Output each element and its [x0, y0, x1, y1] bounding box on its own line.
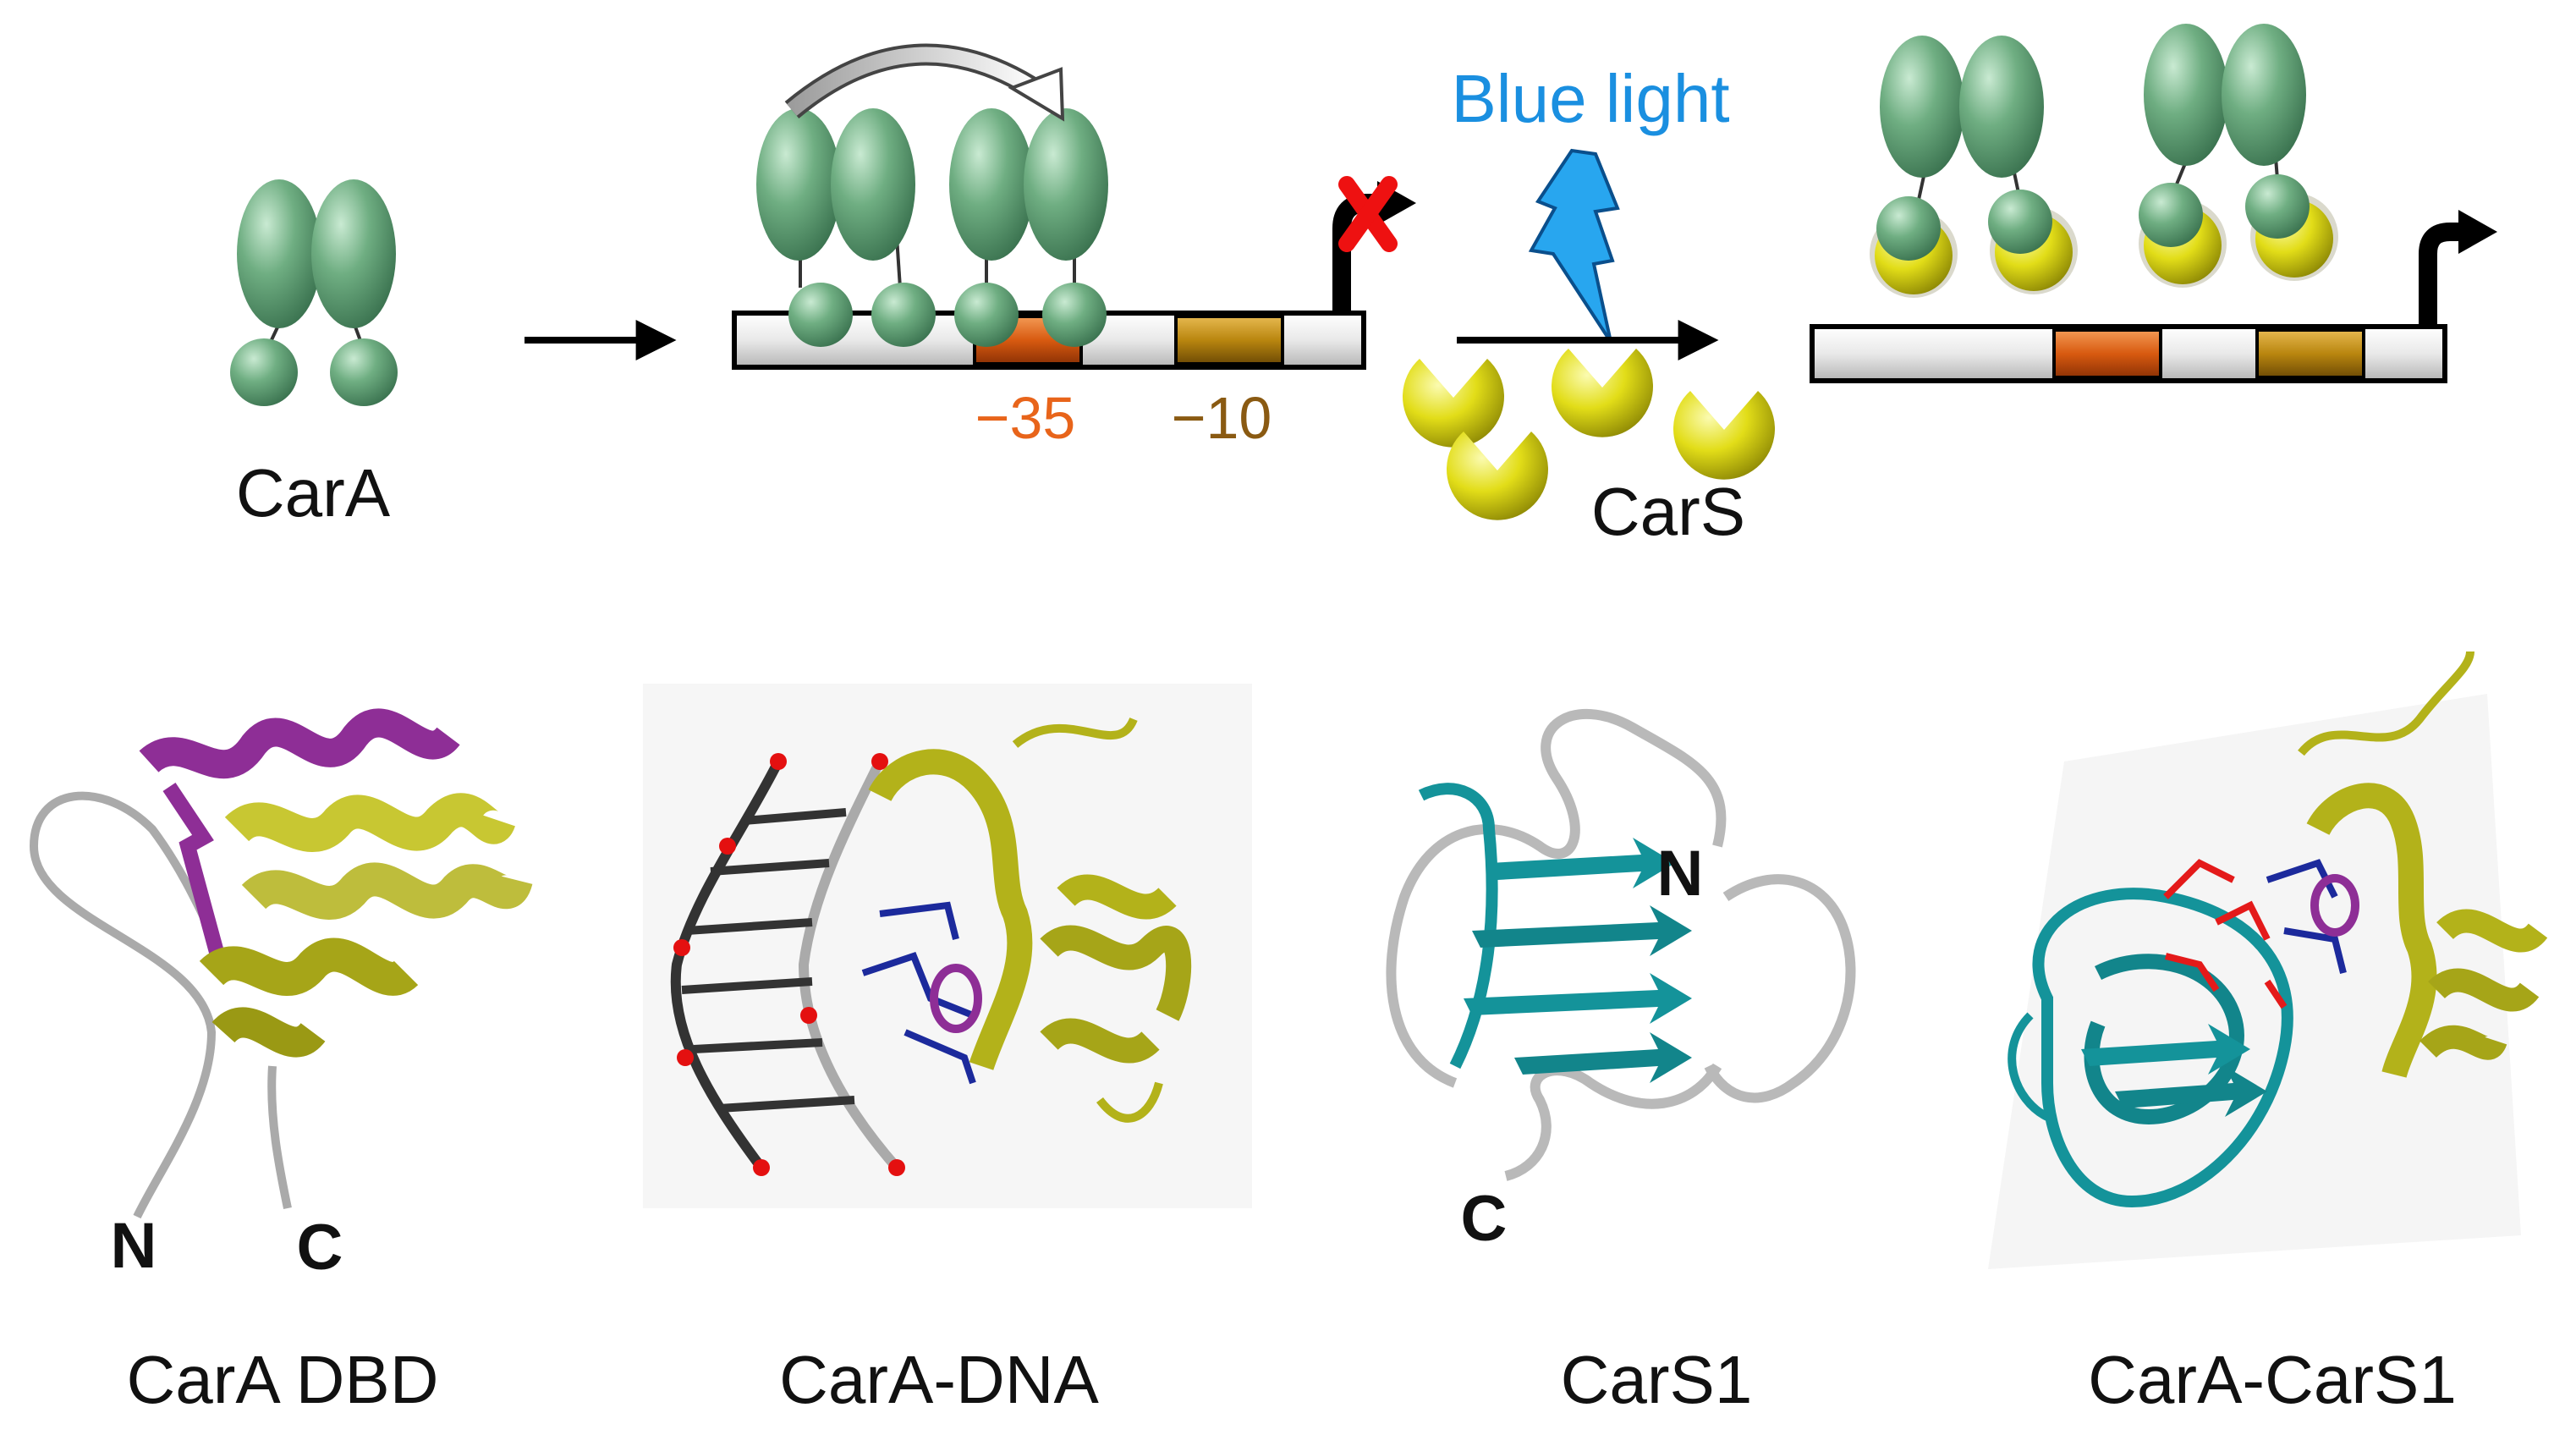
promoter-active — [1810, 210, 2497, 383]
block-x-icon — [1338, 176, 1398, 252]
cara-dbd-label: CarA DBD — [127, 1342, 439, 1417]
cara-dimer-free — [228, 178, 399, 408]
minus10-box — [1174, 315, 1284, 366]
cars1-structure — [1386, 708, 1856, 1181]
n-terminus-label-1: N — [111, 1210, 157, 1282]
cara-bound-dna — [756, 108, 1108, 347]
cara-cars1-structure — [1988, 651, 2548, 1269]
cars1-label: CarS1 — [1561, 1342, 1753, 1417]
lightning-bolt-icon — [1528, 148, 1620, 344]
cara-dna-structure — [643, 684, 1252, 1208]
cara-dbd-structure — [29, 708, 533, 1219]
cara-cars-complex — [1870, 24, 2338, 298]
c-terminus-label-2: C — [1461, 1183, 1508, 1255]
cara-dna-label: CarA-DNA — [779, 1342, 1099, 1417]
minus10-label: −10 — [1172, 385, 1272, 451]
cars-label: CarS — [1591, 474, 1745, 549]
cara-cars1-label: CarA-CarS1 — [2088, 1342, 2457, 1417]
cara-label: CarA — [236, 455, 391, 531]
minus35-label: −35 — [975, 385, 1076, 451]
c-terminus-label-1: C — [297, 1212, 343, 1284]
n-terminus-label-2: N — [1657, 838, 1704, 910]
blue-light-label: Blue light — [1451, 61, 1729, 136]
cooperative-binding-arrow — [784, 43, 1065, 122]
